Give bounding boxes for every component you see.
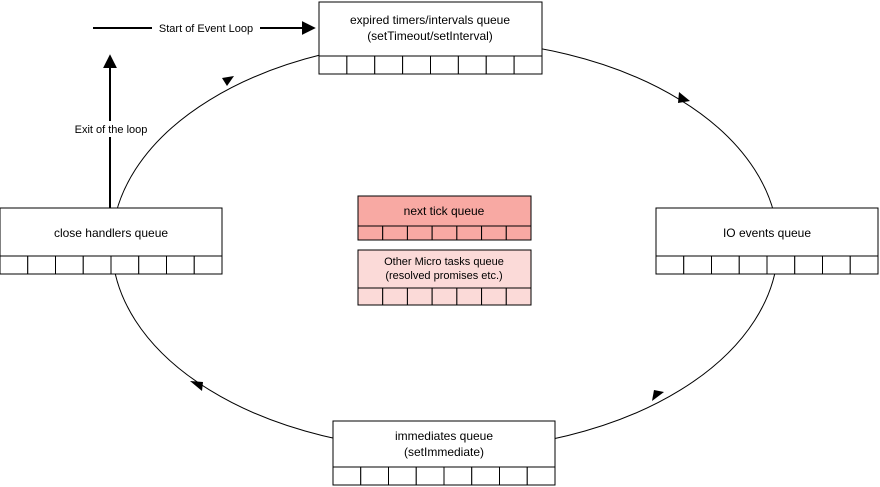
loop-direction-arrow [190,381,203,391]
queue-slot [27,255,56,275]
queue-slot [406,225,433,241]
queue-slot [357,225,384,241]
queue-slot [822,255,851,275]
queue-slot [738,255,768,275]
queue-slot [357,287,384,306]
queue-slot [55,255,84,275]
queue-slot [766,255,796,275]
queue-title: close handlers queue [54,226,168,240]
next-tick-queue: next tick queue [357,195,532,241]
queue-slot [402,55,431,75]
queue-slot [430,55,459,75]
queue-slot [166,255,195,275]
queue-slot [406,287,433,306]
queue-title: IO events queue [723,226,811,240]
io-events-queue: IO events queue [655,207,879,275]
queue-slot [138,255,167,275]
queue-slot [388,466,417,486]
immediates-queue: immediates queue (setImmediate) [332,420,556,486]
queue-slot [374,55,404,75]
queue-slot [193,255,223,275]
queue-slot [513,55,543,75]
queue-slot [443,466,473,486]
queue-slot [499,466,528,486]
queue-slot [655,255,685,275]
close-handlers-queue: close handlers queue [0,207,223,275]
queue-slot [481,225,507,241]
queue-slot [456,287,483,306]
queue-slot [505,287,532,306]
queue-slot [415,466,445,486]
queue-slot [683,255,712,275]
queue-slot [332,466,362,486]
loop-direction-arrow [222,76,234,86]
queue-slot [457,55,487,75]
queue-slot [382,225,408,241]
loop-direction-arrow [652,390,664,401]
queue-subtitle: (setImmediate) [404,445,484,459]
queue-slot [505,225,532,241]
queue-slot [471,466,500,486]
queue-title: expired timers/intervals queue [350,13,510,27]
queue-slot [481,287,507,306]
loop-direction-arrow [678,92,690,103]
timers-queue: expired timers/intervals queue (setTimeo… [318,1,543,75]
queue-title: next tick queue [404,204,485,218]
queue-title: Other Micro tasks queue [384,256,504,268]
queue-subtitle: (setTimeout/setInterval) [367,29,493,43]
start-label-bg [152,20,260,36]
queue-slot [318,55,348,75]
queue-slot [431,225,458,241]
queue-slot [346,55,376,75]
exit-label-bg [68,121,154,137]
queue-slot [382,287,408,306]
queue-slot [849,255,879,275]
queue-slot [794,255,823,275]
queue-slot [110,255,140,275]
queue-subtitle: (resolved promises etc.) [385,270,502,282]
queue-slot [711,255,740,275]
queue-slot [360,466,389,486]
exit-label: Exit of the loop [75,124,148,136]
queue-slot [82,255,112,275]
queue-slot [431,287,458,306]
queue-slot [456,225,483,241]
queue-slot [526,466,556,486]
queue-slot [485,55,515,75]
micro-tasks-queue: Other Micro tasks queue (resolved promis… [357,249,532,306]
queue-title: immediates queue [395,429,493,443]
start-label: Start of Event Loop [159,23,253,35]
queue-slot [0,255,29,275]
